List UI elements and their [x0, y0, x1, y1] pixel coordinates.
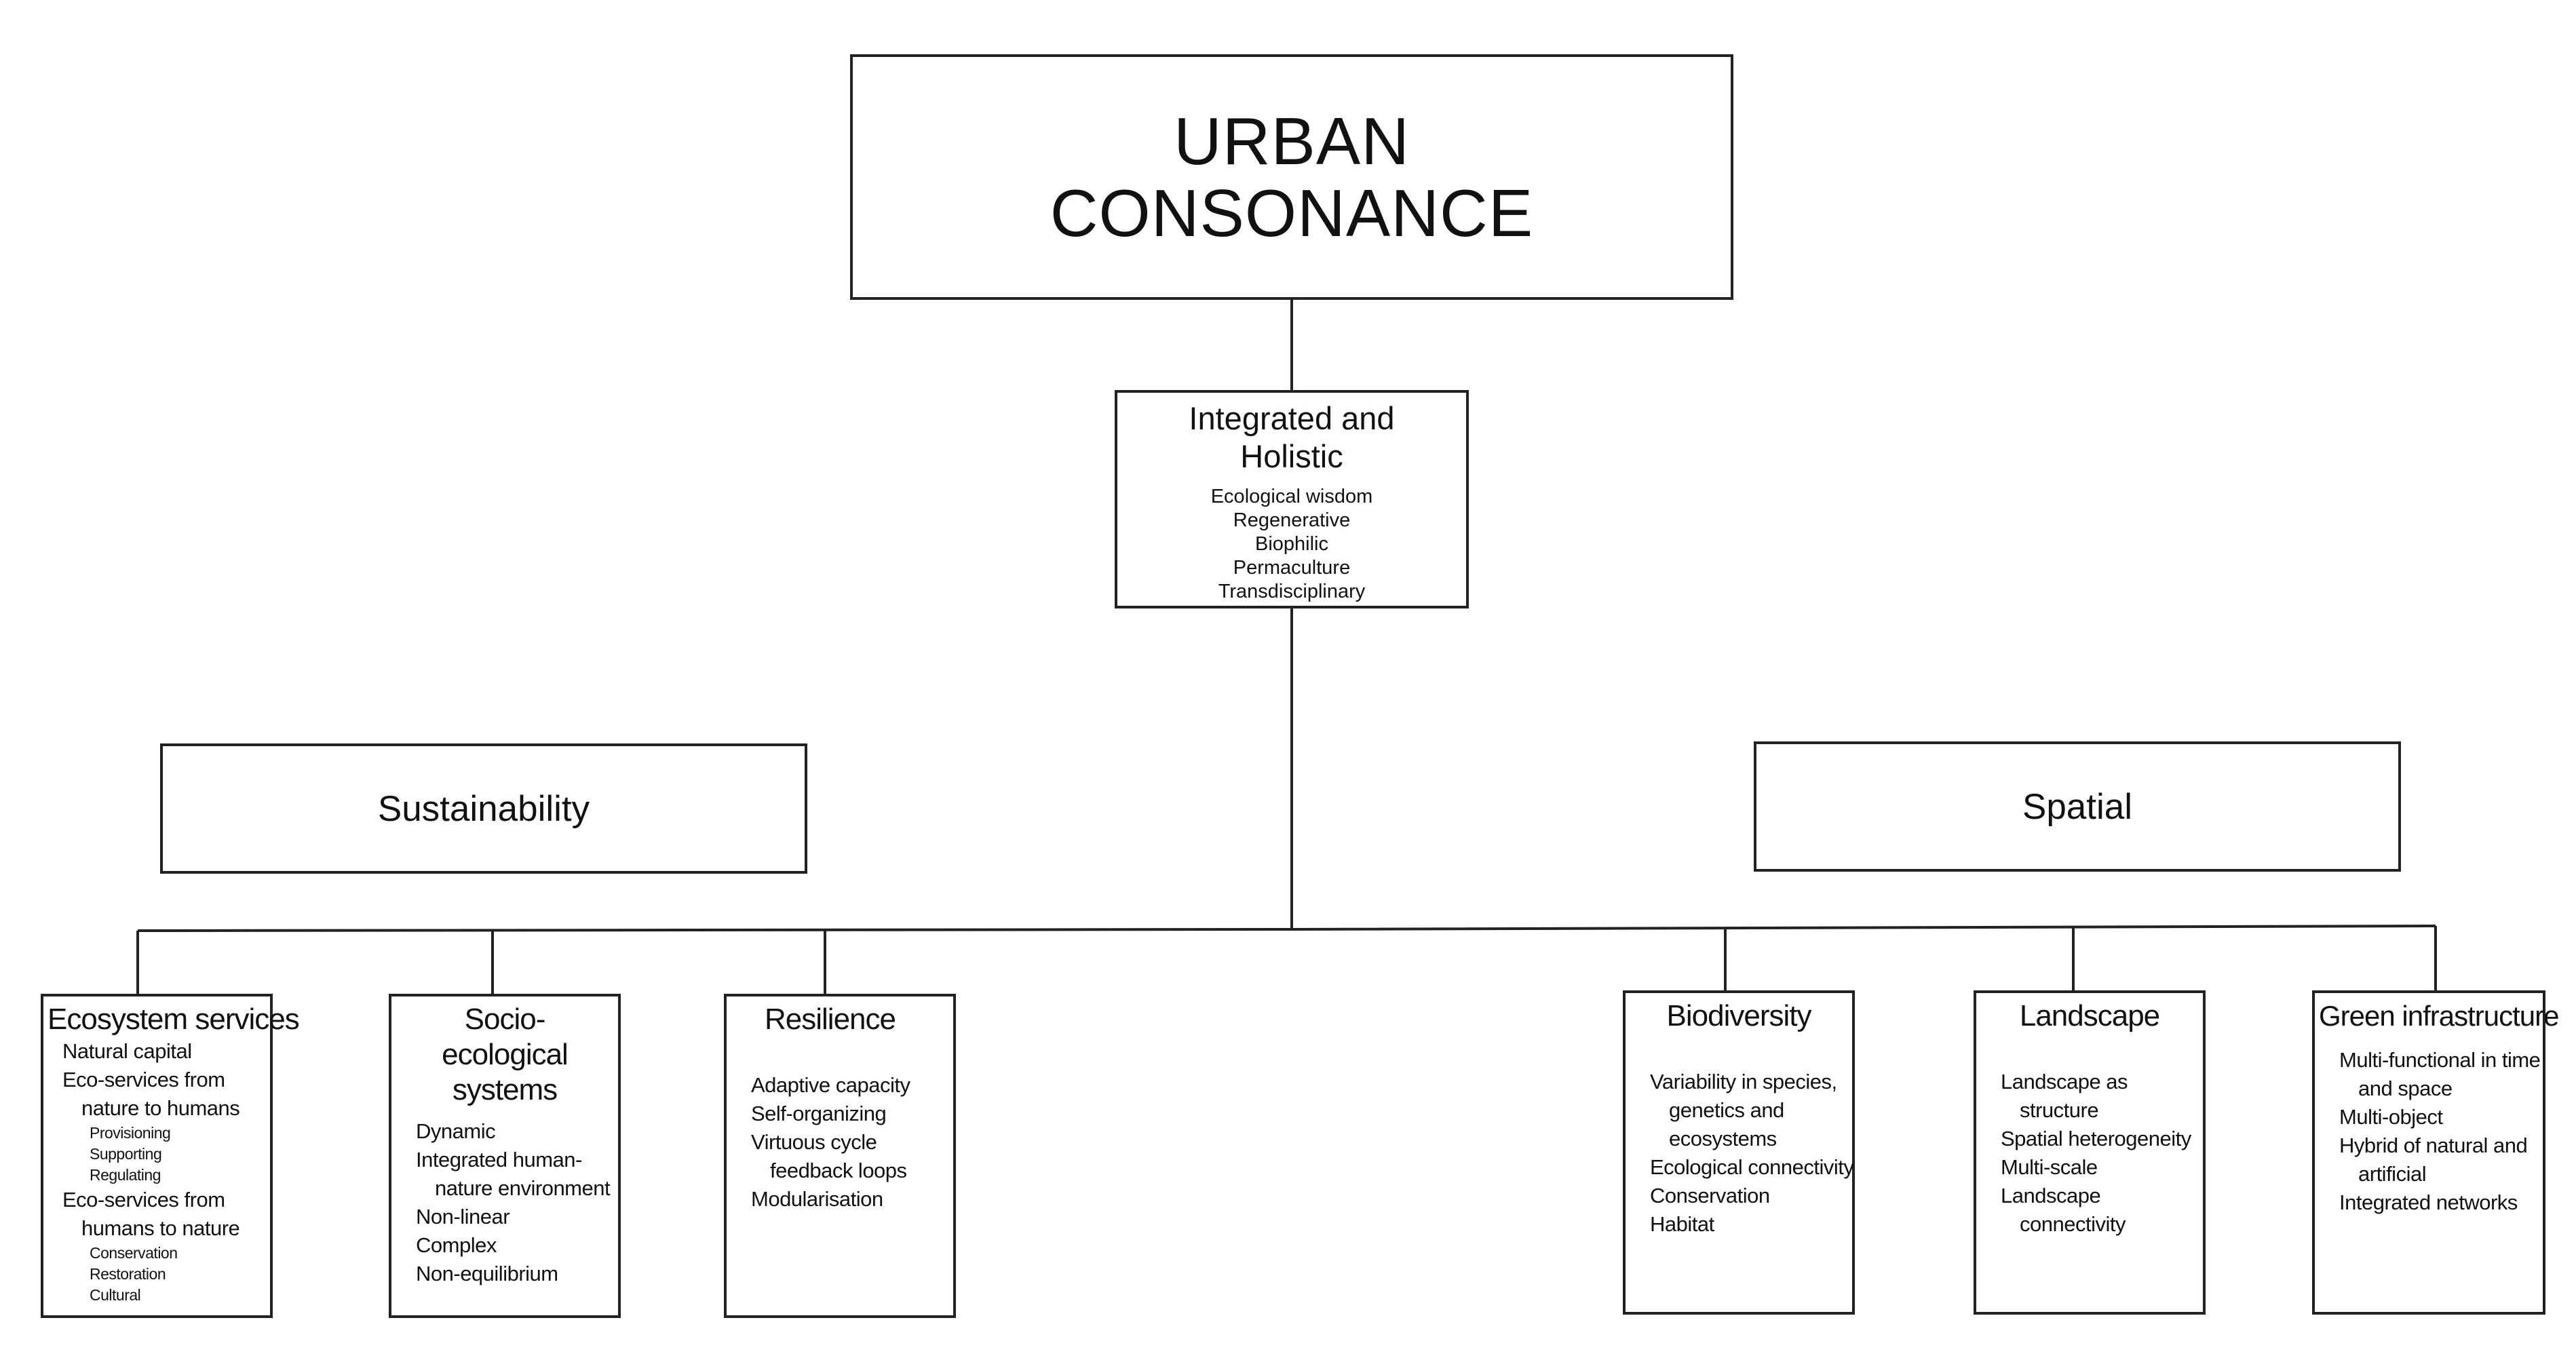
leaf-item: nature to humans: [81, 1096, 240, 1120]
leaf-item: Supporting: [90, 1145, 162, 1163]
leaf-item: Complex: [416, 1233, 497, 1257]
hub-item: Regenerative: [1233, 509, 1351, 531]
leaf-item: Spatial heterogeneity: [2001, 1127, 2191, 1150]
leaf-item: Regulating: [90, 1166, 161, 1184]
category-label: Spatial: [2022, 786, 2133, 827]
hub-item: Biophilic: [1255, 533, 1328, 555]
leaf-item: Variability in species,: [1650, 1070, 1837, 1093]
category-label: Sustainability: [377, 788, 590, 829]
leaf-item: nature environment: [435, 1176, 611, 1200]
leaf-heading: Ecosystem services: [47, 1003, 300, 1036]
leaf-green-infrastructure: Green infrastructure Multi-functional in…: [2312, 990, 2560, 1315]
leaf-item: humans to nature: [81, 1216, 240, 1240]
hub-item: Ecological wisdom: [1210, 486, 1373, 507]
leaf-item: Landscape as: [2001, 1070, 2128, 1093]
leaf-item: Non-linear: [416, 1205, 510, 1228]
hub-item: Transdisciplinary: [1218, 581, 1366, 602]
leaf-item-list: Variability in species, genetics and ecosy…: [1630, 1068, 1854, 1239]
leaf-item: Self-organizing: [751, 1102, 887, 1125]
leaf-item: Provisioning: [90, 1124, 171, 1142]
leaf-item: connectivity: [2020, 1212, 2126, 1236]
leaf-biodiversity: Biodiversity Variability in species, gene…: [1623, 990, 1855, 1315]
category-sustainability: Sustainability: [160, 743, 807, 874]
category-spatial: Spatial: [1754, 741, 2401, 872]
connector-bus: [137, 925, 2436, 932]
leaf-item: genetics and: [1669, 1098, 1784, 1122]
leaf-item: Eco-services from: [62, 1188, 225, 1212]
leaf-item: Modularisation: [751, 1187, 883, 1211]
leaf-item: Habitat: [1650, 1212, 1714, 1236]
leaf-item: structure: [2020, 1098, 2099, 1122]
leaf-item: Multi-scale: [2001, 1155, 2098, 1179]
leaf-heading: Biodiversity: [1666, 999, 1812, 1032]
leaf-item: Integrated networks: [2339, 1190, 2518, 1214]
leaf-item: Landscape: [2001, 1184, 2101, 1207]
leaf-item: Multi-functional in time: [2339, 1048, 2541, 1072]
leaf-item: Ecological connectivity: [1650, 1155, 1854, 1179]
hub-item-list: Ecological wisdom Regenerative Biophilic…: [1117, 485, 1466, 604]
leaf-item: Adaptive capacity: [751, 1073, 910, 1097]
leaf-item: Cultural: [90, 1286, 141, 1304]
leaf-item: Dynamic: [416, 1119, 496, 1143]
leaf-item: Conservation: [1650, 1184, 1770, 1207]
leaf-heading: Resilience: [765, 1003, 896, 1036]
leaf-heading: Green infrastructure: [2319, 1000, 2560, 1032]
leaf-item: Hybrid of natural and: [2339, 1134, 2528, 1157]
leaf-item: ecosystems: [1669, 1127, 1777, 1150]
title-box: URBAN CONSONANCE: [850, 54, 1733, 300]
leaf-item: Non-equilibrium: [416, 1262, 558, 1285]
hub-box: Integrated and Holistic Ecological wisdo…: [1115, 390, 1469, 608]
leaf-item: feedback loops: [770, 1159, 907, 1182]
leaf-heading: Landscape: [2019, 999, 2160, 1032]
leaf-heading: Socio-ecological systems: [442, 1003, 569, 1106]
hub-heading: Integrated and Holistic: [1189, 400, 1395, 474]
hub-item: Permaculture: [1233, 557, 1351, 579]
leaf-item: Virtuous cycle: [751, 1130, 877, 1154]
leaf-item: artificial: [2358, 1162, 2427, 1186]
leaf-item: and space: [2358, 1077, 2453, 1100]
leaf-item: Natural capital: [62, 1039, 192, 1063]
leaf-item: Conservation: [90, 1244, 178, 1262]
leaf-item: Restoration: [90, 1265, 166, 1283]
leaf-item: Integrated human-: [416, 1148, 582, 1171]
diagram-title: URBAN CONSONANCE: [1050, 104, 1534, 250]
leaf-item: Eco-services from: [62, 1068, 225, 1091]
leaf-item: Multi-object: [2339, 1105, 2443, 1129]
